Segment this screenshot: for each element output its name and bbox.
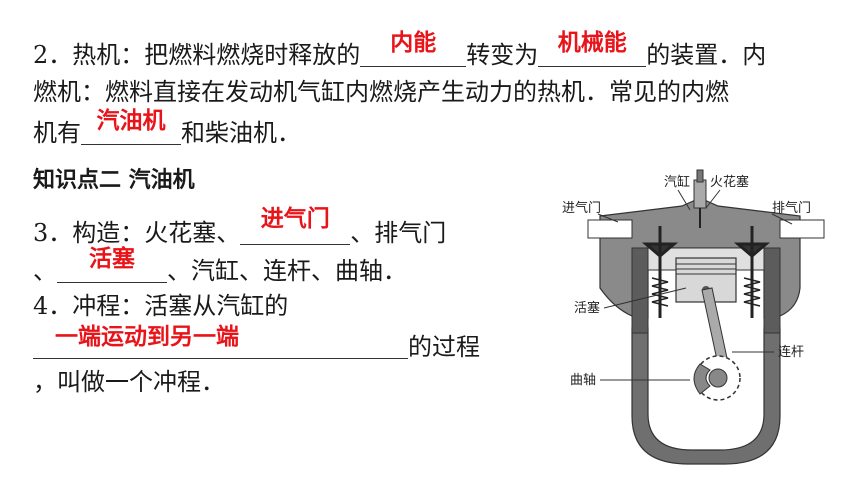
intake-port bbox=[587, 219, 633, 239]
gasoline-engine-diagram: 汽缸 火花塞 进气门 排气门 活塞 连杆 曲轴 bbox=[562, 169, 825, 465]
item4-line3: ，叫做一个冲程． bbox=[33, 368, 225, 396]
label-connecting-rod: 连杆 bbox=[778, 344, 804, 360]
item2-answer2: 机械能 bbox=[557, 30, 627, 56]
item4-line1: 4．冲程：活塞从汽缸的 bbox=[33, 292, 289, 320]
item2-line1-mid: 转变为 bbox=[466, 41, 539, 69]
spark-plug-body bbox=[693, 179, 707, 209]
label-intake-valve: 进气门 bbox=[562, 200, 601, 216]
cylinder-left-wall bbox=[631, 247, 649, 334]
item3-blank1: 进气门 bbox=[240, 208, 351, 245]
item2-answer3: 汽油机 bbox=[96, 108, 166, 134]
item2-line3: 机有汽油机和柴油机． bbox=[33, 110, 301, 147]
item3-line1-prefix: 3．构造：火花塞、 bbox=[33, 219, 241, 247]
exhaust-spring bbox=[743, 277, 761, 307]
item4-answer: 一端运动到另一端 bbox=[55, 324, 239, 350]
intake-valve-shape bbox=[641, 226, 679, 318]
exhaust-valve-shape bbox=[733, 226, 771, 318]
label-cylinder: 汽缸 bbox=[664, 174, 690, 190]
crank-counterweight bbox=[693, 363, 711, 395]
item2-answer1: 内能 bbox=[390, 30, 437, 56]
section-heading: 知识点二 汽油机 bbox=[33, 168, 195, 193]
label-exhaust-valve: 排气门 bbox=[772, 200, 811, 216]
crank-center bbox=[708, 368, 728, 388]
item3-blank2: 活塞 bbox=[57, 248, 167, 283]
item3-line2-suffix: 、汽缸、连杆、曲轴． bbox=[167, 257, 407, 285]
item3-line2: 、 活塞 、汽缸、连杆、曲轴． bbox=[33, 248, 407, 285]
label-piston: 活塞 bbox=[574, 300, 600, 316]
item2-line1-suffix: 的装置．内 bbox=[646, 41, 767, 69]
item4-blank: 一端运动到另一端 bbox=[33, 326, 408, 359]
intake-spring bbox=[651, 277, 669, 307]
item3-answer2: 活塞 bbox=[89, 246, 135, 272]
item2-line3-suffix: 和柴油机． bbox=[181, 119, 301, 147]
item2-line1-prefix: 2．热机：把燃料燃烧时释放的 bbox=[33, 41, 361, 69]
item3-line1-suffix: 、排气门 bbox=[350, 219, 447, 247]
item4-line2: 一端运动到另一端 的过程 bbox=[33, 326, 480, 361]
item2-line3-prefix: 机有 bbox=[33, 119, 81, 147]
label-spark-plug: 火花塞 bbox=[710, 174, 749, 190]
cylinder-right-wall bbox=[763, 247, 781, 334]
exhaust-port bbox=[779, 219, 825, 239]
item2-line1: 2．热机：把燃料燃烧时释放的 内能 转变为机械能的装置．内 bbox=[33, 32, 767, 69]
label-crankshaft: 曲轴 bbox=[570, 373, 596, 388]
item2-blank1: 内能 bbox=[360, 32, 467, 67]
item2-line2: 燃机：燃料直接在发动机气缸内燃烧产生动力的热机．常见的内燃 bbox=[33, 78, 729, 106]
item3-line1: 3．构造：火花塞、进气门、排气门 bbox=[33, 208, 447, 247]
item2-blank3: 汽油机 bbox=[81, 110, 181, 145]
item4-line2-suffix: 的过程 bbox=[408, 333, 480, 361]
item3-answer1: 进气门 bbox=[260, 206, 330, 232]
spark-plug-tip bbox=[696, 169, 704, 183]
item3-line2-prefix: 、 bbox=[33, 257, 57, 285]
item2-blank2: 机械能 bbox=[538, 32, 647, 67]
